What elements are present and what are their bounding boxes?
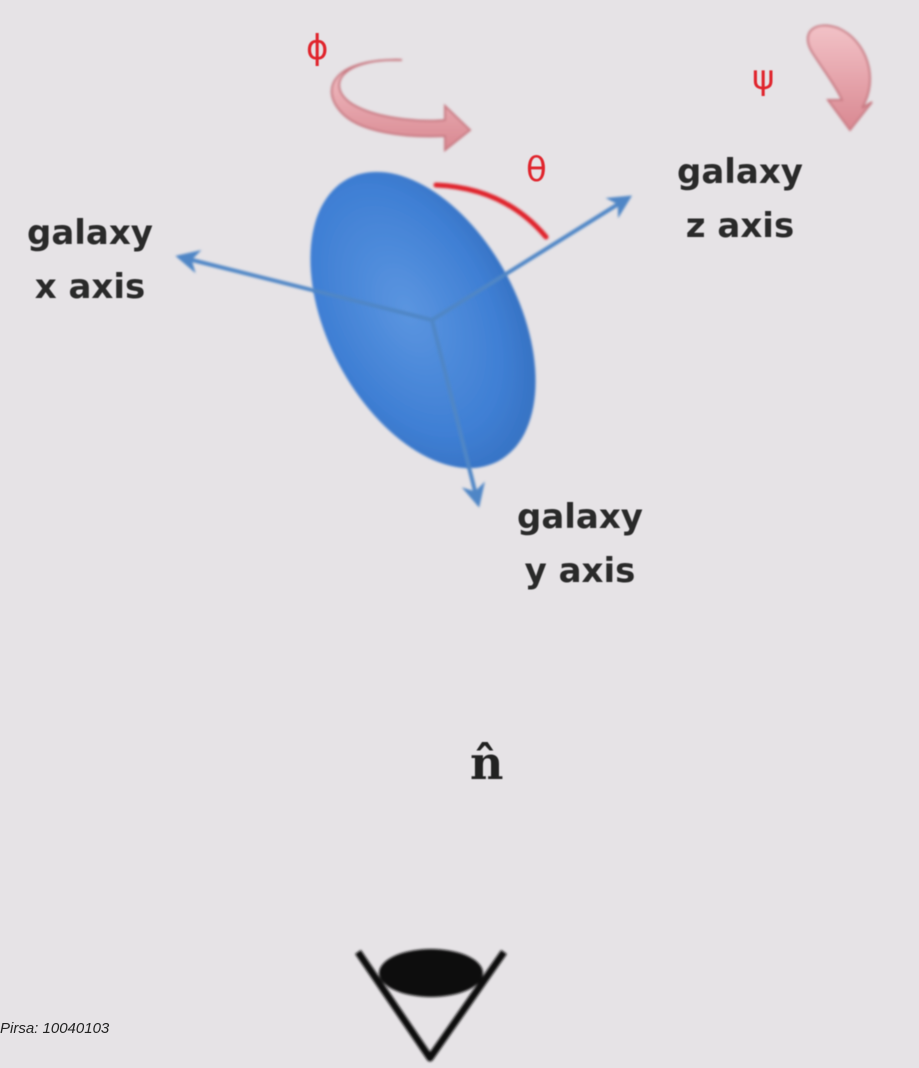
galaxy-z-label-line-1: galaxy <box>660 145 820 199</box>
galaxy-z-axis-label: galaxy z axis <box>660 145 820 253</box>
line-of-sight-label: n̂ <box>470 738 503 788</box>
observer-eye-icon <box>358 949 504 1058</box>
psi-symbol: ψ <box>752 58 774 98</box>
phi-symbol: ϕ <box>306 28 328 68</box>
galaxy-x-axis-label: galaxy x axis <box>10 206 170 314</box>
galaxy-x-label-line-1: galaxy <box>10 206 170 260</box>
source-credit: Pirsa: 10040103 <box>0 1020 109 1037</box>
theta-symbol: θ <box>526 150 547 190</box>
galaxy-z-label-line-2: z axis <box>660 199 820 253</box>
galaxy-y-axis-label: galaxy y axis <box>500 490 660 598</box>
psi-rotation-arrow-icon <box>808 25 872 130</box>
galaxy-y-label-line-1: galaxy <box>500 490 660 544</box>
galaxy-x-label-line-2: x axis <box>10 260 170 314</box>
galaxy-y-label-line-2: y axis <box>500 544 660 598</box>
phi-rotation-arrow-icon <box>332 60 470 150</box>
